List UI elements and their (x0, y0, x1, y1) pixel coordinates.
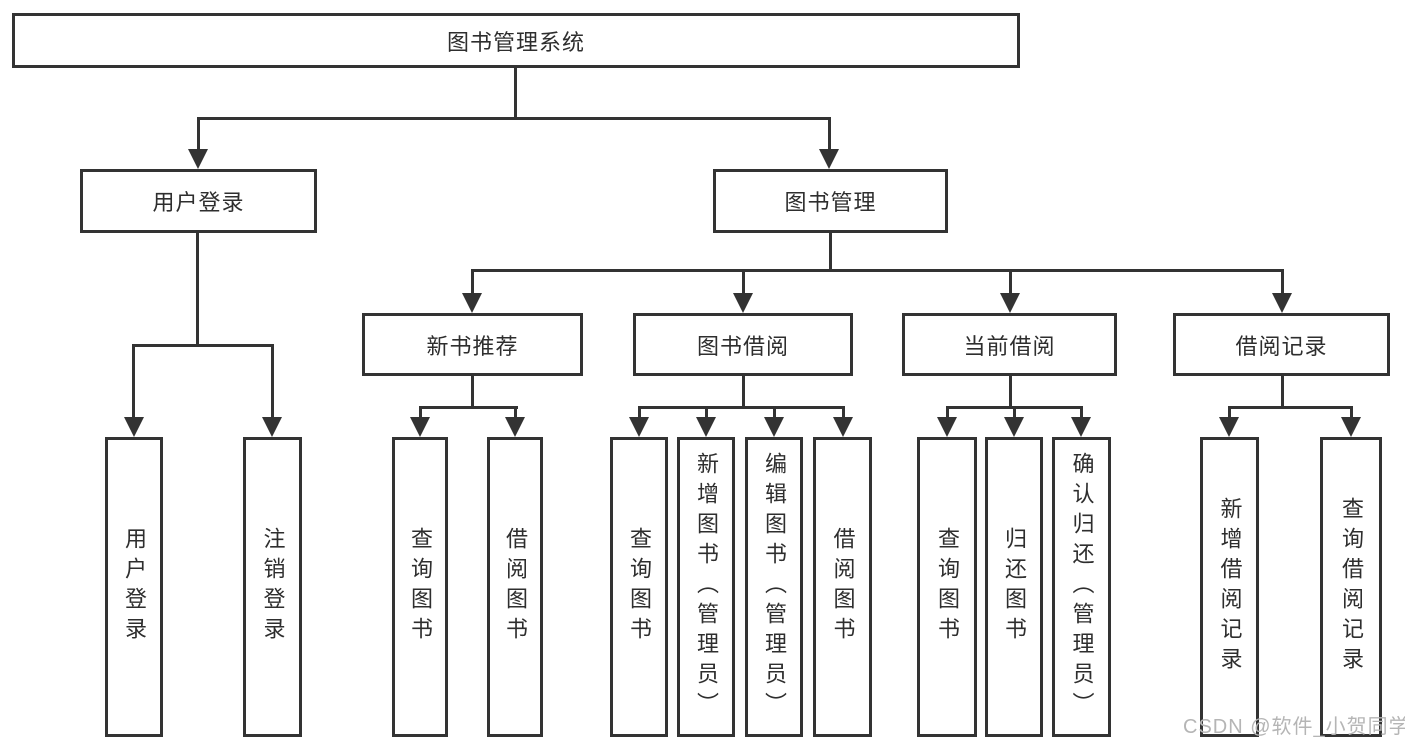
connector-stem (742, 376, 745, 409)
arrowhead-down (1219, 417, 1239, 437)
leaf-add-borrow-record-label: 新增借阅记录 (1217, 497, 1243, 677)
connector-drop (1013, 406, 1016, 419)
connector-drop (1350, 406, 1353, 419)
leaf-return-book: 归还图书 (985, 437, 1043, 737)
node-user-login-label: 用户登录 (152, 190, 245, 215)
leaf-add-book-admin-label: 新增图书（管理员） (694, 452, 719, 722)
arrowhead-down (188, 149, 208, 169)
node-book-management: 图书管理 (713, 169, 948, 233)
leaf-query-book-recommend-label: 查询图书 (408, 527, 433, 647)
leaf-borrow-book-label: 借阅图书 (830, 527, 856, 647)
leaf-user-login-label: 用户登录 (122, 527, 147, 647)
connector-drop (197, 117, 200, 151)
node-book-borrow-label: 图书借阅 (696, 333, 789, 359)
arrowhead-down (410, 417, 430, 437)
connector-stem (471, 376, 474, 409)
leaf-query-book-current-label: 查询图书 (935, 527, 960, 647)
arrowhead-down (124, 417, 144, 437)
node-current-borrow: 当前借阅 (902, 313, 1117, 376)
leaf-query-borrow-record: 查询借阅记录 (1320, 437, 1382, 737)
leaf-return-book-label: 归还图书 (1002, 527, 1027, 647)
node-root: 图书管理系统 (12, 13, 1020, 68)
arrowhead-down (1341, 417, 1361, 437)
node-current-borrow-label: 当前借阅 (963, 333, 1056, 359)
node-book-borrow: 图书借阅 (633, 313, 853, 376)
arrowhead-down (505, 417, 525, 437)
node-book-management-label: 图书管理 (784, 190, 877, 215)
connector-bar (1228, 406, 1353, 409)
leaf-borrow-book: 借阅图书 (813, 437, 872, 737)
leaf-query-borrow-record-label: 查询借阅记录 (1339, 497, 1364, 677)
connector-drop (742, 269, 745, 295)
connector-stem (1009, 376, 1012, 409)
connector-bar (638, 406, 845, 409)
connector-drop (705, 406, 708, 419)
node-borrow-records: 借阅记录 (1173, 313, 1390, 376)
arrowhead-down (1004, 417, 1024, 437)
connector-drop (419, 406, 422, 419)
connector-drop (1281, 269, 1284, 295)
leaf-add-borrow-record: 新增借阅记录 (1200, 437, 1259, 737)
node-root-label: 图书管理系统 (446, 29, 585, 55)
leaf-edit-book-admin-label: 编辑图书（管理员） (762, 452, 787, 722)
connector-drop (946, 406, 949, 419)
connector-drop (132, 344, 135, 419)
leaf-borrow-book-recommend-label: 借阅图书 (503, 527, 528, 647)
arrowhead-down (819, 149, 839, 169)
connector-drop (1009, 269, 1012, 295)
connector-drop (471, 269, 474, 295)
connector-drop (271, 344, 274, 419)
leaf-logout-label: 注销登录 (260, 527, 286, 647)
leaf-confirm-return-admin-label: 确认归还（管理员） (1069, 452, 1095, 722)
connector-drop (1228, 406, 1231, 419)
leaf-query-book-borrow-label: 查询图书 (627, 527, 652, 647)
connector-bar (419, 406, 518, 409)
leaf-query-book-current: 查询图书 (917, 437, 977, 737)
leaf-query-book-recommend: 查询图书 (392, 437, 448, 737)
leaf-query-book-borrow: 查询图书 (610, 437, 668, 737)
connector-drop (638, 406, 641, 419)
connector-stem (1281, 376, 1284, 409)
connector-drop (842, 406, 845, 419)
arrowhead-down (262, 417, 282, 437)
connector-bar (197, 117, 831, 120)
leaf-add-book-admin: 新增图书（管理员） (677, 437, 735, 737)
node-borrow-records-label: 借阅记录 (1235, 333, 1328, 359)
leaf-confirm-return-admin: 确认归还（管理员） (1052, 437, 1111, 737)
connector-bar (471, 269, 1283, 272)
leaf-edit-book-admin: 编辑图书（管理员） (745, 437, 803, 737)
watermark-text: CSDN @软件_小贺同学 (1183, 716, 1405, 738)
arrowhead-down (462, 293, 482, 313)
arrowhead-down (1000, 293, 1020, 313)
arrowhead-down (833, 417, 853, 437)
leaf-logout: 注销登录 (243, 437, 302, 737)
arrowhead-down (629, 417, 649, 437)
node-new-book-recommend: 新书推荐 (362, 313, 583, 376)
arrowhead-down (937, 417, 957, 437)
connector-drop (773, 406, 776, 419)
connector-stem (829, 233, 832, 272)
leaf-borrow-book-recommend: 借阅图书 (487, 437, 543, 737)
connector-stem (196, 233, 199, 346)
arrowhead-down (1071, 417, 1091, 437)
node-new-book-recommend-label: 新书推荐 (426, 333, 519, 359)
arrowhead-down (764, 417, 784, 437)
connector-bar (132, 344, 274, 347)
connector-drop (514, 406, 517, 419)
node-user-login: 用户登录 (80, 169, 317, 233)
connector-drop (1080, 406, 1083, 419)
arrowhead-down (733, 293, 753, 313)
connector-drop (828, 117, 831, 151)
leaf-user-login: 用户登录 (105, 437, 163, 737)
connector-stem (514, 66, 517, 118)
arrowhead-down (1272, 293, 1292, 313)
arrowhead-down (696, 417, 716, 437)
